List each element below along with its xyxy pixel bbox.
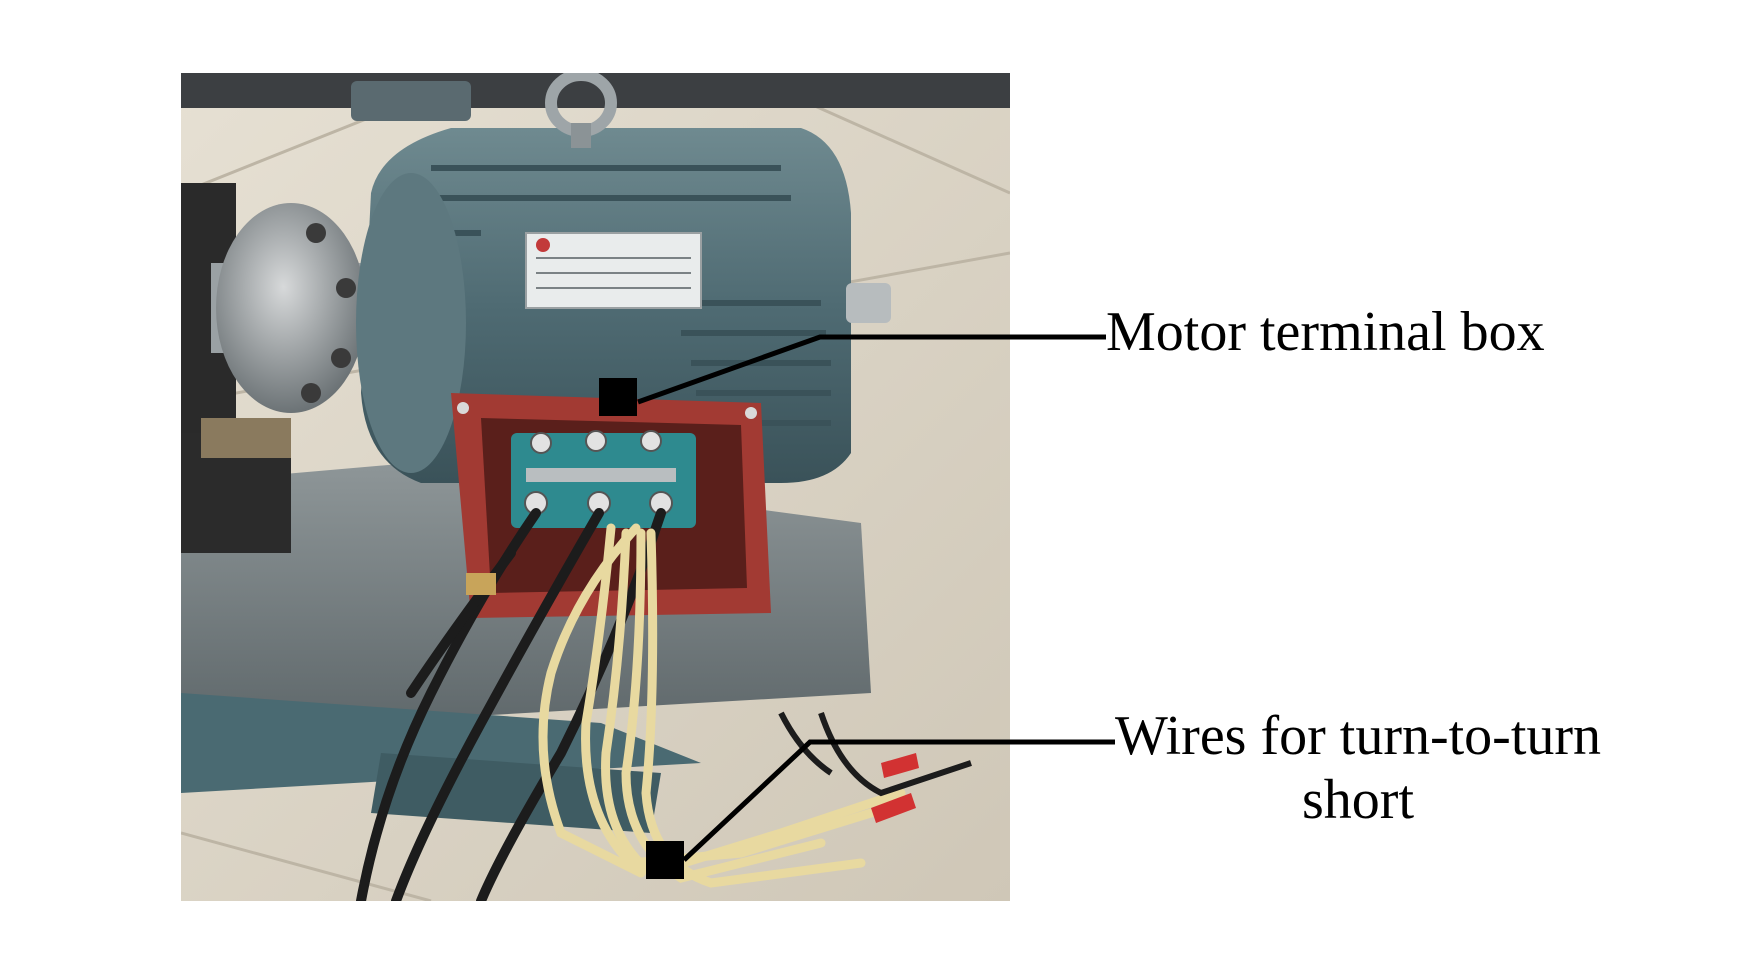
motor-terminal-box-label: Motor terminal box	[1106, 301, 1545, 363]
wires-label: Wires for turn-to-turn short	[1115, 704, 1601, 832]
terminal-studs	[524, 430, 673, 515]
wires-label-line2: short	[1302, 769, 1415, 831]
terminal-box-marker	[599, 378, 637, 416]
motor-end-cap	[356, 173, 466, 473]
motor-photo-illustration	[181, 73, 1010, 901]
terminal-screws	[457, 402, 757, 419]
coupling-flange-icon	[216, 203, 366, 413]
wires-marker	[646, 841, 684, 879]
motor-photo	[181, 73, 1010, 901]
nameplate	[525, 232, 702, 309]
wires-label-line1: Wires for turn-to-turn	[1115, 705, 1602, 767]
yellow-wires	[538, 523, 906, 888]
